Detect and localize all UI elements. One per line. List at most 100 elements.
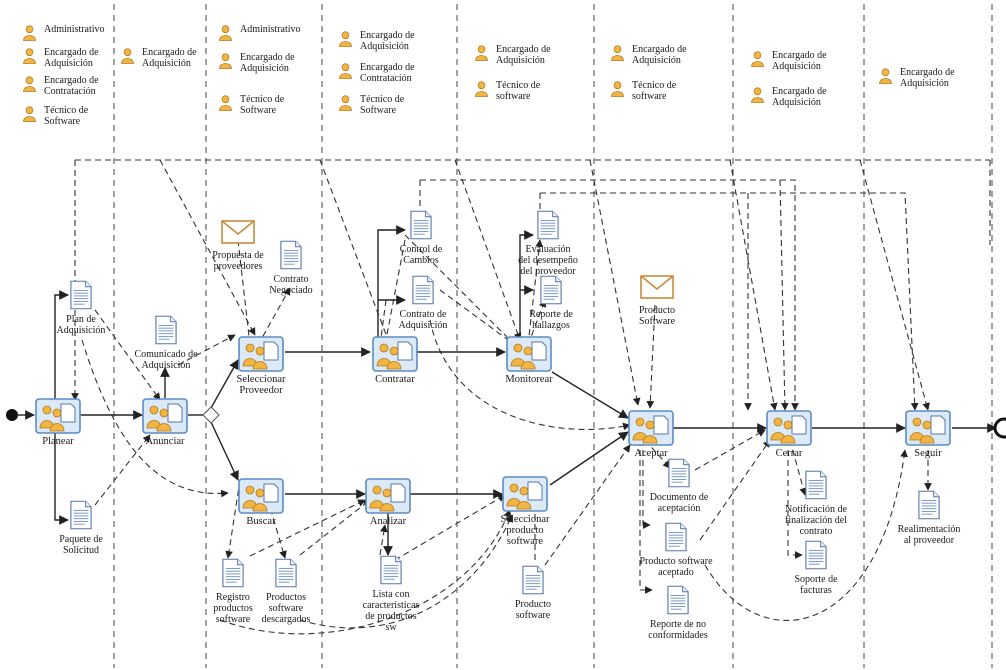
task-node[interactable]: Cerrar (766, 410, 812, 459)
task-label: Contratar (375, 374, 415, 385)
role-label: Encargado de (772, 86, 827, 97)
document-icon (410, 210, 432, 240)
role-label: Software (240, 105, 277, 116)
task-icon (142, 398, 188, 434)
role-entry: Administrativo (219, 24, 301, 41)
user-role-icon (475, 45, 488, 61)
role-label: Adquisición (360, 41, 409, 52)
document-icon (667, 585, 689, 615)
start-event[interactable] (6, 409, 18, 421)
task-icon (238, 478, 284, 514)
document-icon (70, 500, 92, 530)
role-label: Encargado de (772, 50, 827, 61)
task-label: Seguir (914, 448, 942, 459)
task-icon (238, 336, 284, 372)
task-node[interactable]: Aceptar (628, 410, 674, 459)
document-icon (275, 558, 297, 588)
role-entry: Administrativo (23, 24, 105, 41)
task-label: Proveedor (239, 385, 283, 396)
task-node[interactable]: Buscar (238, 478, 284, 527)
document-icon (665, 522, 687, 552)
role-label: Encargado de (360, 30, 415, 41)
message-label: Producto (639, 305, 675, 316)
task-node[interactable]: Anunciar (142, 398, 188, 447)
task-node[interactable]: Planear (35, 398, 81, 447)
document-label: Plan de (66, 314, 96, 325)
task-node[interactable]: Seguir (905, 410, 951, 459)
role-label: Adquisición (632, 55, 681, 66)
envelope-icon (221, 220, 255, 244)
user-role-icon (23, 106, 36, 122)
role-label: Técnico de (44, 105, 89, 116)
task-label: Analizar (370, 516, 407, 527)
role-label: Técnico de (360, 94, 405, 105)
document-label: finalización del (785, 515, 847, 526)
task-icon (766, 410, 812, 446)
end-event[interactable] (993, 417, 1006, 439)
document-icon (155, 315, 177, 345)
document-label: Reporte de no (650, 619, 706, 630)
task-label: Seleccionar (237, 374, 286, 385)
user-role-icon (219, 25, 232, 41)
user-role-icon (339, 31, 352, 47)
document-label: del desempeño (518, 255, 578, 266)
user-role-icon (23, 76, 36, 92)
user-role-icon (339, 63, 352, 79)
user-role-icon (219, 95, 232, 111)
document-label: aceptado (658, 567, 694, 578)
document-label: características (363, 600, 420, 611)
role-label: Encargado de (632, 44, 687, 55)
task-node[interactable]: Monitorear (505, 336, 553, 385)
document-label: del proveedor (520, 266, 576, 277)
exclusive-gateway[interactable] (202, 406, 220, 424)
document-icon (668, 458, 690, 488)
document-icon (537, 210, 559, 240)
user-role-icon (121, 48, 134, 64)
document-label: descargados (262, 614, 311, 625)
task-node[interactable]: Contratar (372, 336, 418, 385)
document-label: Solicitud (63, 545, 99, 556)
task-label: Seleccionar (501, 514, 550, 525)
document-label: conformidades (648, 630, 708, 641)
role-label: Encargado de (142, 47, 197, 58)
lane-separators (113, 4, 993, 668)
document-label: software (516, 610, 551, 621)
user-role-icon (751, 87, 764, 103)
document-label: Documento de (650, 492, 709, 503)
document-label: Soporte de (794, 574, 838, 585)
task-node[interactable]: Analizar (365, 478, 411, 527)
document-label: Adquisición (142, 360, 191, 371)
